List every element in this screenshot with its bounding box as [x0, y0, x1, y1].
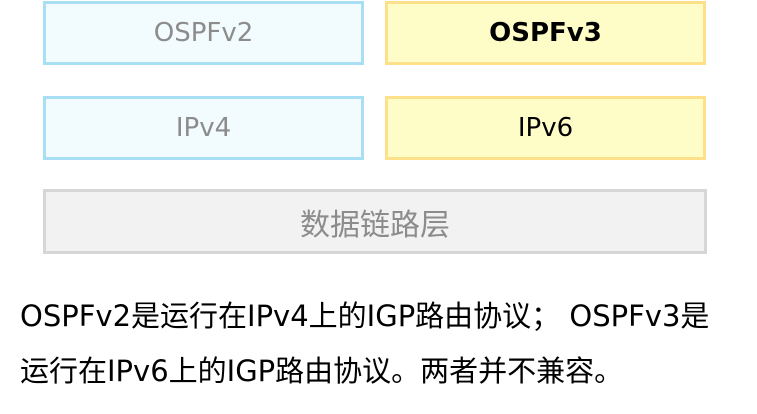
ipv6-box: IPv6: [385, 96, 706, 160]
ospfv2-box: OSPFv2: [43, 1, 364, 65]
ipv4-box: IPv4: [43, 96, 364, 160]
caption-line-2: 运行在IPv6上的IGP路由协议。两者并不兼容。: [20, 354, 624, 388]
data-link-layer-box: 数据链路层: [43, 189, 707, 254]
ospfv3-box: OSPFv3: [385, 1, 706, 65]
caption-line-1: OSPFv2是运行在IPv4上的IGP路由协议； OSPFv3是: [20, 299, 710, 333]
ospfv2-label: OSPFv2: [153, 18, 254, 48]
data-link-layer-label: 数据链路层: [300, 207, 450, 243]
ipv4-label: IPv4: [175, 113, 232, 143]
ipv6-label: IPv6: [517, 113, 574, 143]
ospfv3-label: OSPFv3: [489, 18, 602, 48]
